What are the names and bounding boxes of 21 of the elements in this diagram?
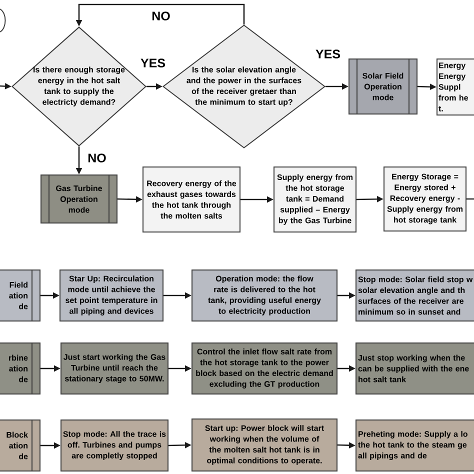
process-box: Just start working the Gas Turbine until reach the stationary stage to 50MW.	[60, 342, 168, 394]
process-box: Energy Energy Suppl from he t.	[436, 58, 474, 116]
process-box: Just stop working when the can be supplied with the ene hot salt tank	[356, 342, 474, 394]
process-box: Recovery energy of the exhaust gases towards the hot tank through the molten salts	[142, 166, 240, 232]
edge-label: NO	[88, 154, 106, 162]
process-box: Supply energy from the hot storage tank = Demand supplied – Energy by the Gas Turbine	[274, 166, 356, 232]
process-box: Star Up: Recirculation mode until achieve the set point temperature in all piping and devices	[60, 270, 164, 322]
process-box: Preheting mode: Supply a lo the hot tank to the steam ge all pipings and de	[356, 420, 474, 472]
process-box: Field ation de	[0, 270, 40, 322]
process-box: Control the inlet flow salt rate from the hot storage tank to the power block based on the electric demand excluding the GT production	[192, 342, 338, 394]
process-box: Stop mode: All the trace is off. Turbines and pumps are completly stopped	[60, 420, 168, 472]
connector-line	[466, 198, 474, 200]
process-box: Block ation de	[0, 420, 40, 472]
process-box: Operation mode: the flow rate is delivered to the hot tank, providing useful energy to electricity production	[192, 270, 338, 322]
edge-label: NO	[152, 12, 170, 20]
process-box: Energy Storage = Energy stored + Recovery energy - Supply energy from hot storage tank	[384, 166, 466, 232]
process-box: Solar Field Operation mode	[348, 58, 418, 114]
process-box: rbine ation de	[0, 342, 40, 394]
process-box: Start up: Power block will start working when the volume of the molten salt hot tank is in optimal conditions to operate.	[192, 418, 338, 472]
process-box: Stop mode: Solar field stop w solar elevation angle and th surfaces of the receiver are minimum so in sunset and	[356, 270, 474, 322]
process-box: Gas Turbine Operation mode	[40, 174, 118, 224]
